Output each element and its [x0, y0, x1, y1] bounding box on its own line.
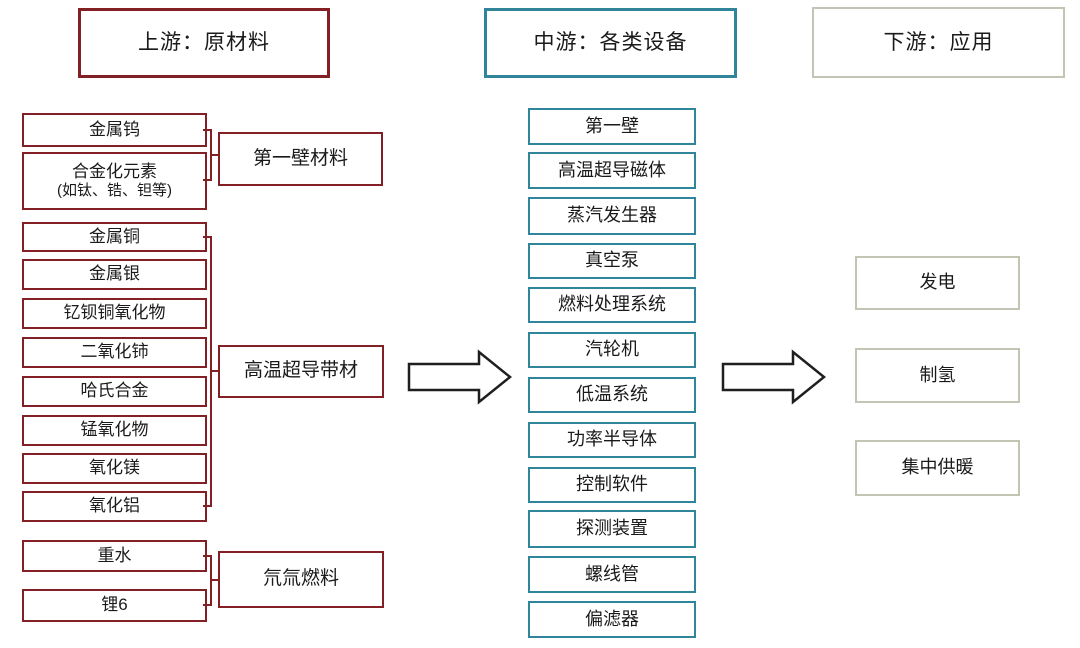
midstream-item-steam-generator: 蒸汽发生器	[528, 197, 696, 235]
midstream-item-steam-turbine: 汽轮机	[528, 332, 696, 368]
upstream-item-hastelloy: 哈氏合金	[22, 376, 207, 407]
upstream-item-silver: 金属银	[22, 259, 207, 290]
item-label: 锰氧化物	[80, 420, 149, 440]
item-label: 重水	[97, 545, 132, 565]
downstream-item-power-generation: 发电	[855, 256, 1020, 310]
item-sublabel: (如钛、锆、钽等)	[57, 182, 172, 200]
upstream-item-ceria: 二氧化铈	[22, 337, 207, 368]
midstream-item-hts-magnet: 高温超导磁体	[528, 152, 696, 189]
upstream-group-label-dt-fuel: 氘氚燃料	[218, 551, 384, 608]
upstream-header: 上游：原材料	[78, 8, 330, 78]
bracket-connector-2	[210, 370, 218, 372]
item-label: 二氧化铈	[80, 342, 149, 362]
item-label: 氧化镁	[89, 458, 140, 478]
upstream-item-manganese-oxide: 锰氧化物	[22, 415, 207, 446]
item-label: 钇钡铜氧化物	[63, 303, 166, 323]
upstream-group-label-first-wall: 第一壁材料	[218, 132, 383, 186]
midstream-item-vacuum-pump: 真空泵	[528, 243, 696, 279]
item-label: 锂6	[101, 595, 128, 615]
upstream-item-ybco: 钇钡铜氧化物	[22, 298, 207, 329]
midstream-item-fuel-processing-system: 燃料处理系统	[528, 287, 696, 323]
upstream-item-magnesium-oxide: 氧化镁	[22, 453, 207, 484]
item-label: 合金化元素	[72, 161, 157, 181]
bracket-connector-1	[210, 154, 218, 156]
upstream-item-heavy-water: 重水	[22, 540, 207, 572]
downstream-header: 下游：应用	[812, 7, 1065, 78]
flow-arrow-icon	[721, 349, 826, 405]
item-label: 氧化铝	[89, 496, 140, 516]
midstream-item-first-wall: 第一壁	[528, 108, 696, 145]
item-label: 金属银	[89, 264, 140, 284]
upstream-item-lithium6: 锂6	[22, 589, 207, 622]
upstream-item-copper: 金属铜	[22, 222, 207, 252]
downstream-item-district-heating: 集中供暖	[855, 440, 1020, 496]
midstream-header: 中游：各类设备	[484, 8, 737, 78]
upstream-item-aluminum-oxide: 氧化铝	[22, 491, 207, 522]
midstream-item-detection-device: 探测装置	[528, 510, 696, 548]
midstream-item-cryogenic-system: 低温系统	[528, 377, 696, 413]
item-label: 金属钨	[89, 119, 140, 139]
upstream-item-alloying-elements: 合金化元素 (如钛、锆、钽等)	[22, 152, 207, 210]
item-label: 金属铜	[89, 226, 140, 246]
upstream-group-label-hts-tape: 高温超导带材	[218, 345, 384, 398]
item-label: 哈氏合金	[80, 381, 149, 401]
midstream-item-control-software: 控制软件	[528, 467, 696, 503]
midstream-item-power-semiconductor: 功率半导体	[528, 422, 696, 458]
upstream-item-tungsten: 金属钨	[22, 113, 207, 147]
midstream-item-divertor: 偏滤器	[528, 601, 696, 638]
bracket-connector-3	[210, 579, 218, 581]
flow-arrow-icon	[407, 349, 512, 405]
midstream-item-solenoid: 螺线管	[528, 556, 696, 593]
downstream-item-hydrogen-production: 制氢	[855, 348, 1020, 403]
